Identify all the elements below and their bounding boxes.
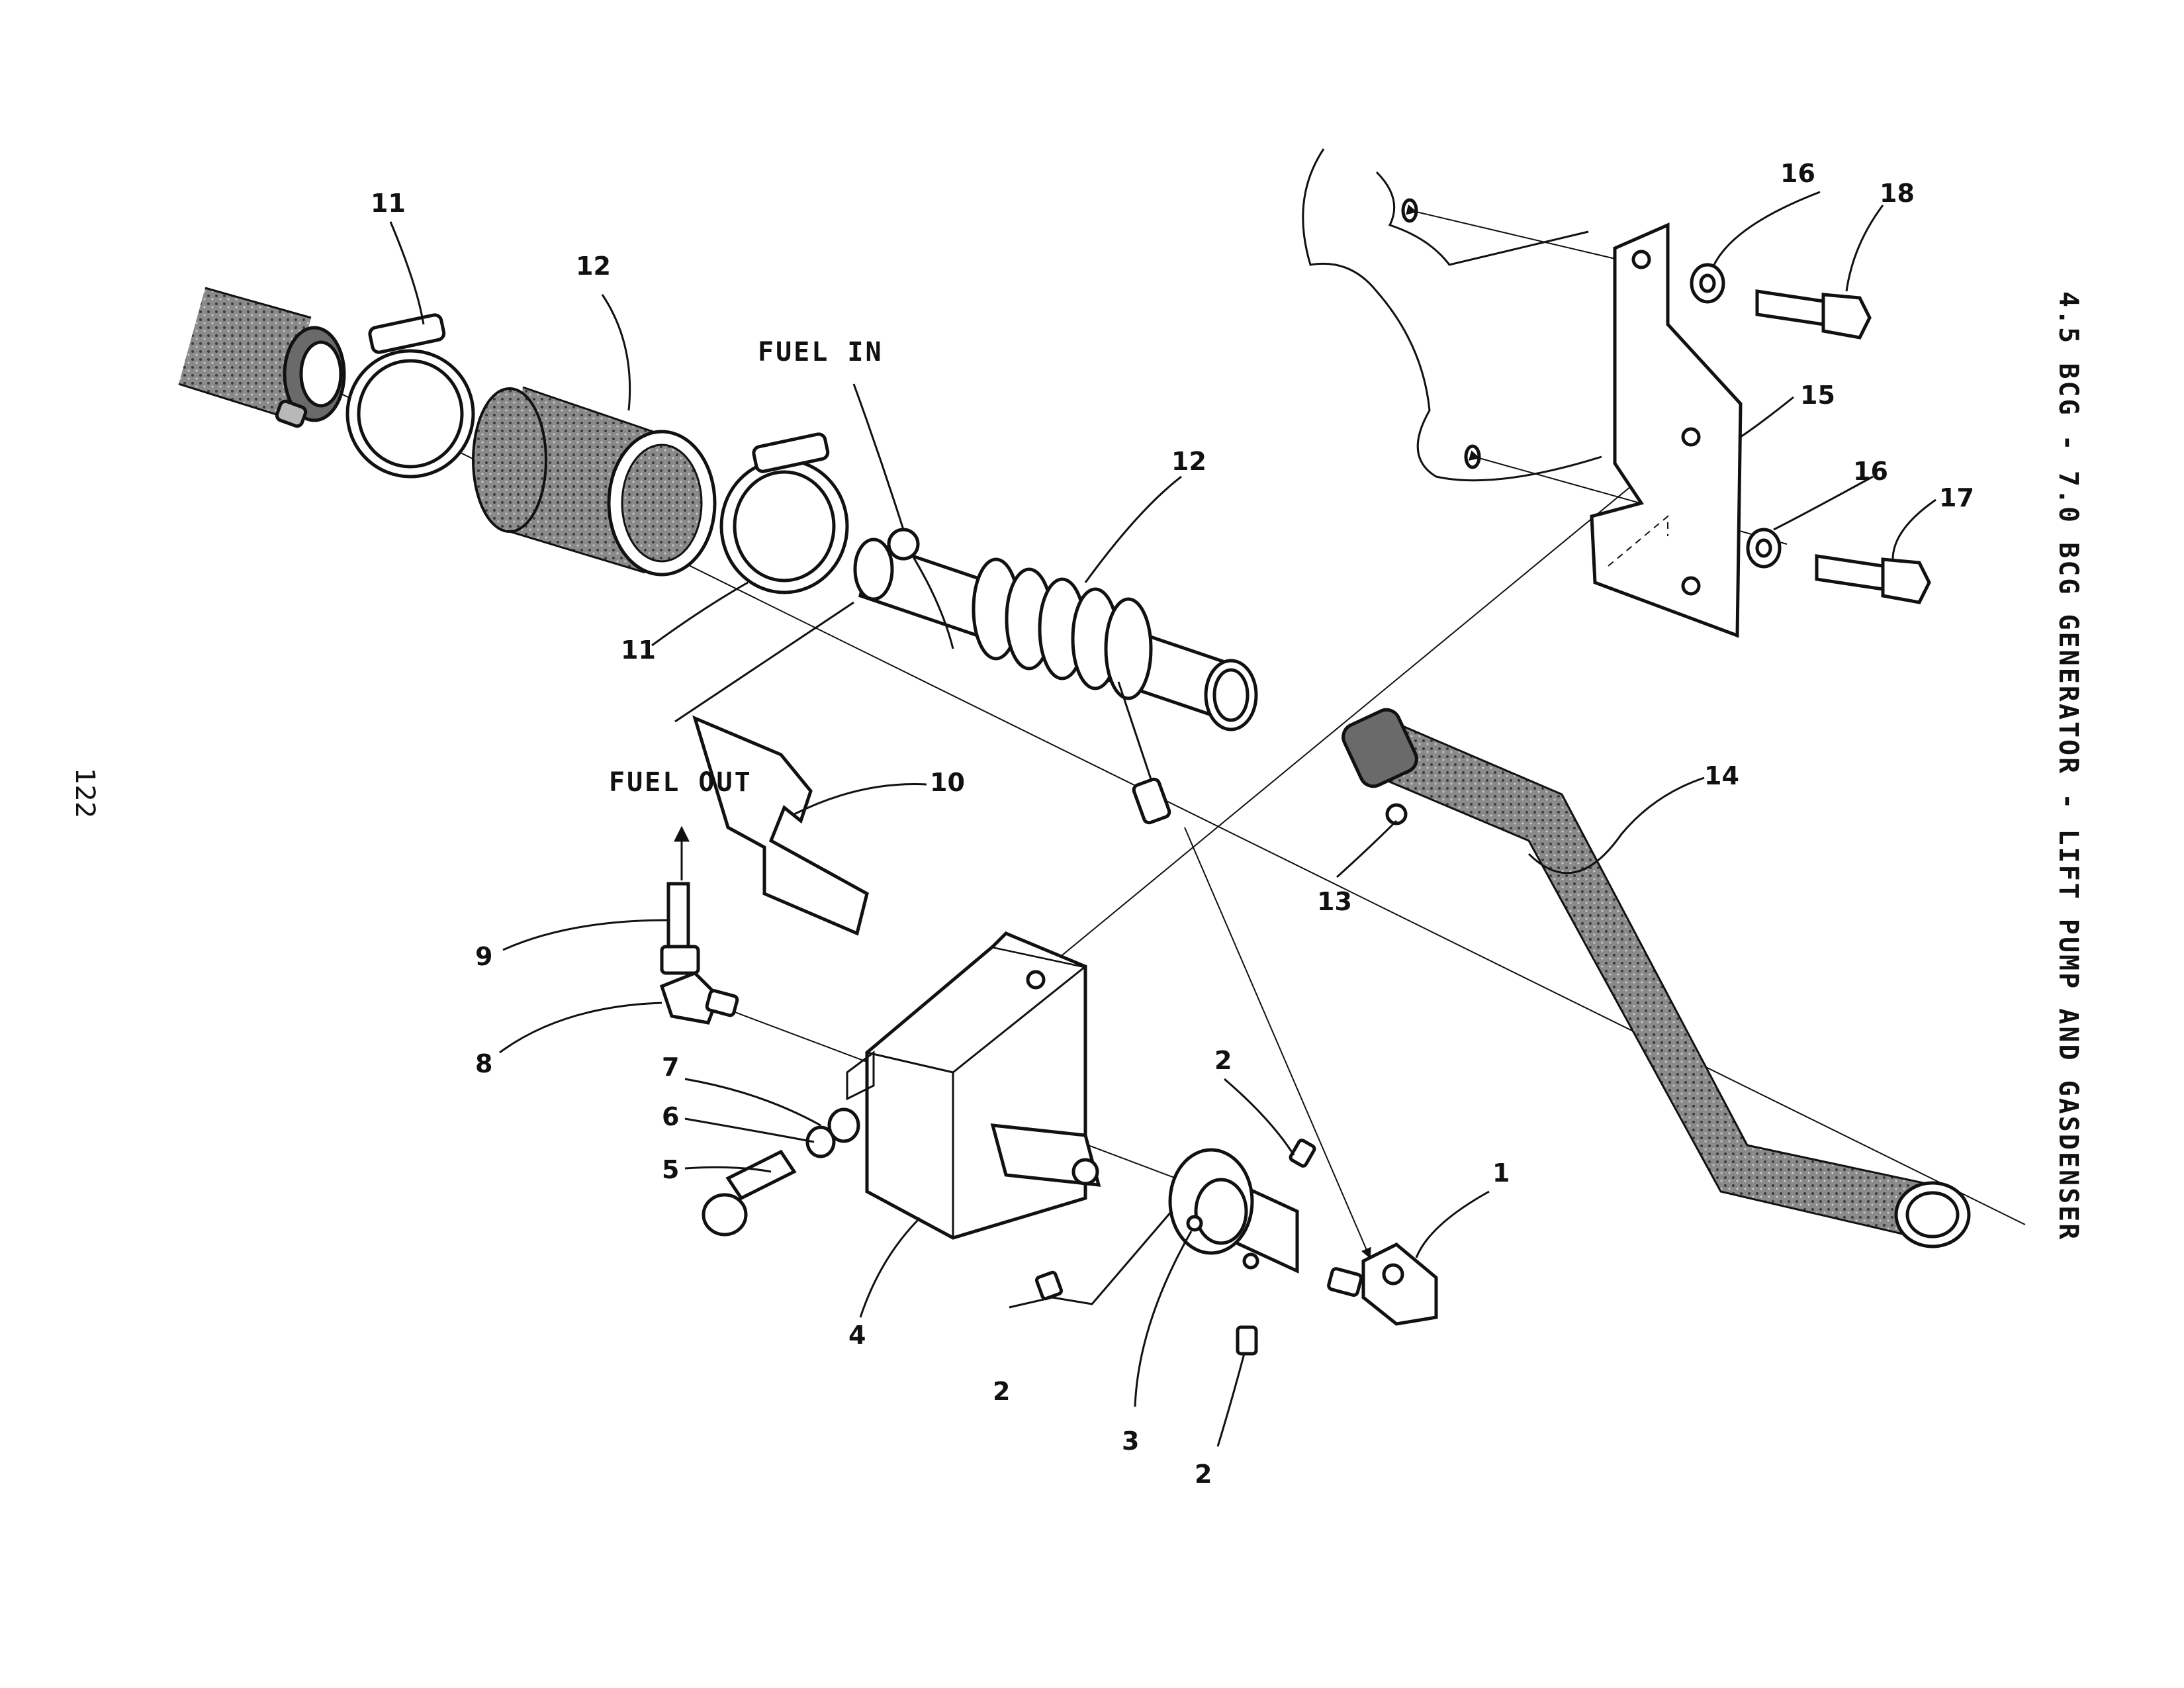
- assembly-axis-fuel-line: [1184, 827, 1371, 1259]
- callout-numbers: 1 2 2 2 3 4 5 6 7 8 9 10 11 11 12 12 13 …: [371, 159, 1974, 1489]
- callout-8: 8: [475, 1049, 492, 1078]
- lift-pump: [846, 931, 1101, 1240]
- washer-upper: [1690, 263, 1725, 304]
- callout-1: 1: [1492, 1158, 1510, 1188]
- casting-hole-upper: [1401, 198, 1418, 223]
- callout-17: 17: [1939, 483, 1974, 512]
- inlet-elbow: [1327, 1243, 1438, 1326]
- callout-16-bottom: 16: [1853, 457, 1888, 486]
- bolt-upper: [1755, 289, 1872, 340]
- callout-2-top: 2: [1214, 1046, 1232, 1075]
- callout-7: 7: [662, 1053, 679, 1082]
- set-screw-left: [1034, 1270, 1064, 1301]
- callout-13: 13: [1317, 887, 1352, 916]
- callout-4: 4: [848, 1321, 866, 1350]
- set-screw-bottom: [1236, 1325, 1258, 1356]
- set-screw-top: [1289, 1139, 1316, 1168]
- callout-18: 18: [1880, 179, 1915, 208]
- washer-lower: [1746, 528, 1782, 569]
- hose-clamp-screw: [1385, 803, 1408, 825]
- callout-15: 15: [1800, 381, 1835, 410]
- page-number: 122: [69, 768, 100, 818]
- mounting-screw: [702, 1149, 797, 1237]
- callout-11-bottom: 11: [621, 635, 656, 665]
- shaft-collar: [1168, 1148, 1299, 1274]
- mounting-bracket: [1590, 222, 1743, 638]
- hose-clamp-lower: [719, 432, 849, 594]
- callout-3: 3: [1122, 1427, 1139, 1456]
- inlet-hose: [178, 287, 346, 428]
- callout-16-top: 16: [1780, 159, 1815, 188]
- callout-14: 14: [1704, 761, 1739, 790]
- bolt-lower: [1815, 554, 1931, 604]
- gasdenser-coil: [853, 528, 1258, 825]
- gasdenser-sleeve: [472, 386, 717, 577]
- flat-washer: [827, 1107, 860, 1143]
- callout-11-top: 11: [371, 189, 406, 218]
- lock-washer: [805, 1125, 836, 1158]
- callout-2-left: 2: [993, 1377, 1010, 1406]
- callout-2-bottom: 2: [1195, 1460, 1212, 1489]
- fuel-in-label: FUEL IN: [758, 337, 884, 367]
- assembly-axis-bracket: [1032, 436, 1692, 980]
- fuel-outlet-line: [660, 882, 700, 975]
- casting-hole-lower: [1464, 444, 1481, 469]
- leader-lines: [389, 191, 1936, 1447]
- callout-5: 5: [662, 1155, 679, 1184]
- outlet-hose: [1342, 708, 1971, 1248]
- heat-shield: [692, 715, 869, 936]
- callout-9: 9: [475, 942, 492, 971]
- page-title: 4.5 BCG - 7.0 BCG GENERATOR - LIFT PUMP …: [2053, 291, 2083, 1241]
- callout-12-left: 12: [576, 252, 611, 281]
- engine-casting: [1302, 148, 1602, 482]
- callout-10: 10: [930, 768, 965, 797]
- callout-6: 6: [662, 1102, 679, 1131]
- fuel-out-label: FUEL OUT: [609, 767, 752, 798]
- outlet-elbow: [659, 971, 739, 1025]
- callout-12-right: 12: [1171, 447, 1206, 476]
- hose-clamp-upper: [345, 313, 475, 479]
